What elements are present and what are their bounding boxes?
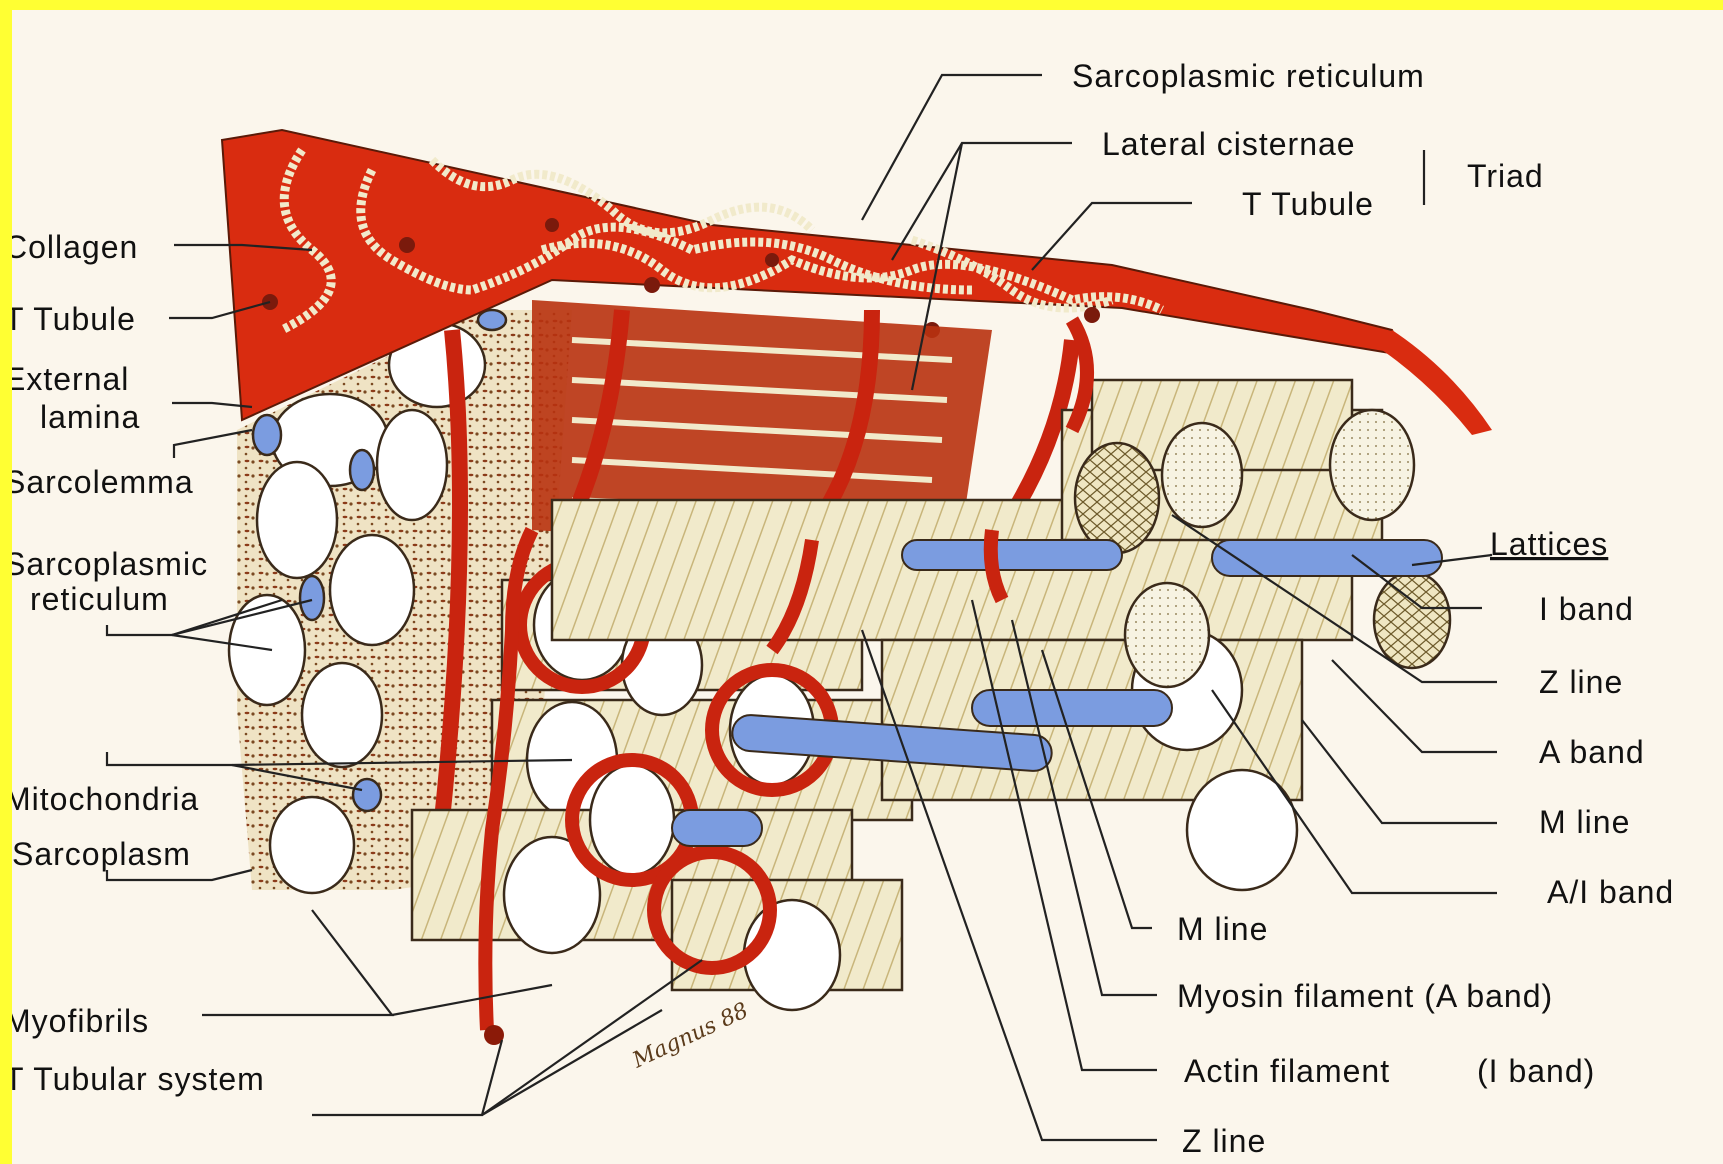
label-lattices: Lattices	[1490, 526, 1608, 562]
label-collagen: Collagen	[12, 229, 138, 265]
label-sarcolemma: Sarcolemma	[12, 464, 194, 500]
label-m-line-right: M line	[1539, 804, 1630, 840]
label-actin-filament: Actin filament	[1184, 1053, 1390, 1089]
label-t-tubule-top: T Tubule	[1242, 186, 1374, 222]
label-myofibrils: Myofibrils	[12, 1003, 149, 1039]
label-sarcoplasmic-reticulum-top: Sarcoplasmic reticulum	[1072, 58, 1425, 94]
label-lamina: lamina	[40, 399, 140, 435]
label-sarcoplasmic: Sarcoplasmic	[12, 546, 208, 582]
label-t-tubule-left: T Tubule	[12, 301, 136, 337]
label-m-line-bottom: M line	[1177, 911, 1268, 947]
label-lateral-cisternae: Lateral cisternae	[1102, 126, 1356, 162]
label-mitochondria: Mitochondria	[12, 781, 199, 817]
label-sarcoplasm: Sarcoplasm	[12, 836, 191, 872]
label-triad: Triad	[1467, 158, 1544, 194]
muscle-fiber-diagram: Sarcoplasmic reticulum Lateral cisternae…	[12, 10, 1723, 1164]
hexagonal-lattice	[1075, 443, 1159, 553]
label-z-line-right: Z line	[1539, 664, 1623, 700]
label-z-line-bottom: Z line	[1182, 1123, 1266, 1159]
label-t-tubular-system: T Tubular system	[12, 1061, 265, 1097]
label-reticulum: reticulum	[30, 581, 169, 617]
label-myosin-filament: Myosin filament (A band)	[1177, 978, 1553, 1014]
label-a-band: A band	[1539, 734, 1645, 770]
label-external: External	[12, 361, 129, 397]
diagram-frame: Sarcoplasmic reticulum Lateral cisternae…	[12, 10, 1723, 1164]
artist-signature: Magnus 88	[628, 998, 752, 1074]
label-i-band: I band	[1539, 591, 1634, 627]
label-ai-band: A/I band	[1547, 874, 1674, 910]
label-actin-band: (I band)	[1477, 1053, 1595, 1089]
